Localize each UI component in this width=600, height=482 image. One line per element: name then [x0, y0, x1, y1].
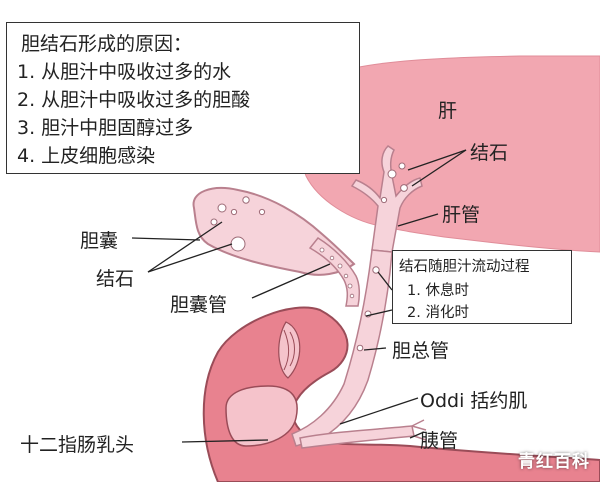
cause-item-3: 3. 胆汁中胆固醇过多: [17, 117, 194, 139]
liver-label: 肝: [438, 100, 458, 122]
stones-top-label: 结石: [470, 142, 509, 164]
common-bile-duct-label: 胆总管: [392, 340, 450, 362]
process-item-2: 2. 消化时: [407, 305, 469, 321]
process-item-1: 1. 休息时: [407, 283, 469, 299]
cause-item-2: 2. 从胆汁中吸收过多的胆酸: [17, 89, 251, 111]
oddi-label: Oddi 括约肌: [420, 390, 528, 412]
process-title: 结石随胆汁流动过程: [399, 259, 530, 275]
hepatic-duct-branches: [350, 145, 423, 253]
cystic-duct-stones: [319, 247, 355, 299]
causes-title: 胆结石形成的原因：: [21, 33, 193, 55]
cystic-duct-shape: [308, 237, 361, 307]
liver-shape: [295, 55, 600, 253]
cause-item-4: 4. 上皮细胞感染: [17, 145, 156, 167]
causes-box: 胆结石形成的原因： 1. 从胆汁中吸收过多的水 2. 从胆汁中吸收过多的胆酸 3…: [6, 22, 360, 174]
duodenum-fold: [278, 321, 301, 379]
process-box: 结石随胆汁流动过程 1. 休息时 2. 消化时: [392, 250, 572, 324]
pancreatic-duct-end: [411, 419, 427, 441]
duodenum-lumen: [225, 385, 298, 447]
duodenal-papilla-label: 十二指肠乳头: [20, 434, 135, 456]
hepatic-duct-label: 肝管: [442, 204, 481, 226]
hepatic-duct-stones: [380, 162, 408, 204]
common-duct-stones: [356, 266, 380, 352]
gallbladder-stones: [210, 196, 266, 252]
cause-item-1: 1. 从胆汁中吸收过多的水: [17, 61, 232, 83]
gallbladder-label: 胆囊: [80, 230, 119, 252]
duodenum-fold-lines: [283, 329, 295, 371]
cystic-duct-label: 胆囊管: [170, 294, 228, 316]
pancreatic-duct-label: 胰管: [420, 430, 459, 452]
watermark: 青红百科: [518, 452, 590, 472]
leader-lines: [131, 149, 467, 443]
stones-left-label: 结石: [96, 268, 135, 290]
